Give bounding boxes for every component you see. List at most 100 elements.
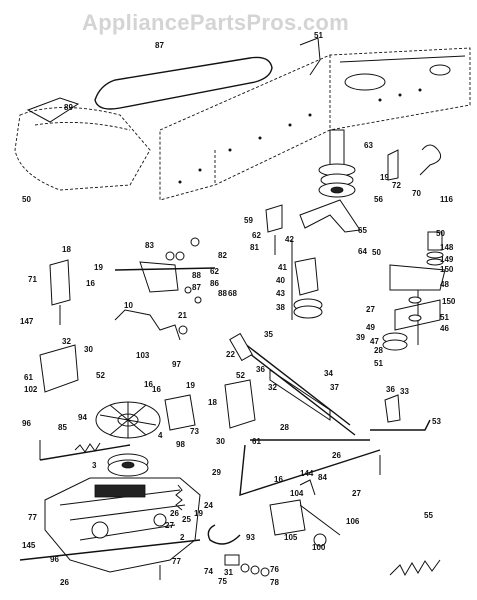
- label: 116: [440, 195, 453, 204]
- label: 19: [194, 509, 203, 518]
- bracket-right-30: [224, 379, 256, 429]
- brake-assembly: [269, 479, 341, 547]
- label: 93: [246, 533, 255, 542]
- label: 96: [50, 555, 59, 564]
- label: 148: [440, 243, 454, 252]
- linkage-rods: [229, 332, 381, 496]
- label: 30: [216, 437, 225, 446]
- label: 73: [190, 427, 199, 436]
- label: 96: [22, 419, 31, 428]
- label: 16: [86, 279, 95, 288]
- spring-70: [419, 144, 442, 176]
- label: 100: [312, 543, 326, 552]
- label: 68: [228, 289, 237, 298]
- shift-rod: [114, 237, 216, 304]
- label: 62: [210, 267, 219, 276]
- label: 42: [285, 235, 294, 244]
- label: 104: [290, 489, 304, 498]
- pulley-63: [318, 129, 356, 198]
- fender-outline: [14, 97, 151, 191]
- label: 19: [94, 263, 103, 272]
- knob-21: [178, 325, 188, 335]
- label: 98: [176, 440, 185, 449]
- label: 36: [386, 385, 395, 394]
- label: 49: [366, 323, 375, 332]
- label: 31: [224, 568, 233, 577]
- label: 51: [314, 31, 323, 40]
- pulley-3: [107, 453, 149, 477]
- label: 19: [186, 381, 195, 390]
- label: 28: [280, 423, 289, 432]
- idler-47: [382, 332, 408, 351]
- label: 65: [358, 226, 367, 235]
- label: 59: [244, 216, 253, 225]
- label: 19: [380, 173, 389, 182]
- spring-85: [74, 442, 101, 453]
- label: 53: [432, 417, 441, 426]
- label: 43: [276, 289, 285, 298]
- label: 102: [24, 385, 38, 394]
- label: 37: [330, 383, 339, 392]
- fan-94: [95, 401, 161, 439]
- label: 46: [440, 324, 449, 333]
- label: 41: [278, 263, 287, 272]
- label: 2: [180, 533, 185, 542]
- label: 76: [270, 565, 279, 574]
- label: 3: [92, 461, 97, 470]
- bracket-59: [265, 204, 283, 233]
- label: 52: [236, 371, 245, 380]
- spring-145: [175, 484, 183, 511]
- label: 47: [370, 337, 379, 346]
- label: 27: [165, 521, 174, 530]
- label: 40: [276, 276, 285, 285]
- label: 61: [252, 437, 261, 446]
- bracket-73: [164, 394, 196, 431]
- bracket-30: [39, 344, 79, 393]
- spring-55: [389, 559, 441, 577]
- label: 51: [374, 359, 383, 368]
- label: 16: [274, 475, 283, 484]
- label: 16: [144, 380, 153, 389]
- label: 38: [276, 303, 285, 312]
- watermark: AppliancePartsPros.com: [82, 10, 349, 35]
- lever-10: [114, 309, 181, 341]
- bracket-56: [299, 199, 361, 233]
- label: 82: [218, 251, 227, 260]
- label: 144: [300, 469, 314, 478]
- label: 28: [374, 346, 383, 355]
- label: 150: [440, 265, 454, 274]
- label: 78: [270, 578, 279, 587]
- label: 87: [155, 41, 164, 50]
- label: 89: [64, 103, 73, 112]
- label: 36: [256, 365, 265, 374]
- label: 103: [136, 351, 150, 360]
- frame: [159, 47, 471, 201]
- label: 84: [318, 473, 327, 482]
- label: 85: [58, 423, 67, 432]
- label: 70: [412, 189, 421, 198]
- label: 81: [250, 243, 259, 252]
- label: 63: [364, 141, 373, 150]
- rod-53: [370, 419, 431, 431]
- label: 56: [374, 195, 383, 204]
- transaxle: [19, 477, 201, 573]
- label: 30: [84, 345, 93, 354]
- label: 22: [226, 350, 235, 359]
- arm-41: [294, 257, 319, 296]
- connector-parts: [224, 554, 270, 577]
- label: 48: [440, 280, 449, 289]
- label: 16: [152, 385, 161, 394]
- label: 61: [24, 373, 33, 382]
- label: 33: [400, 387, 409, 396]
- label: 26: [60, 578, 69, 587]
- label: 77: [28, 513, 37, 522]
- label: 71: [28, 275, 37, 284]
- label: 77: [172, 557, 181, 566]
- label: 25: [182, 515, 191, 524]
- label: 86: [210, 279, 219, 288]
- part-labels: 87 51 89 63 19 72 70 116 50 56 59 62 81 …: [20, 31, 456, 587]
- bracket-150: [389, 231, 446, 345]
- label: 72: [392, 181, 401, 190]
- label: 24: [204, 501, 213, 510]
- label: 150: [442, 297, 456, 306]
